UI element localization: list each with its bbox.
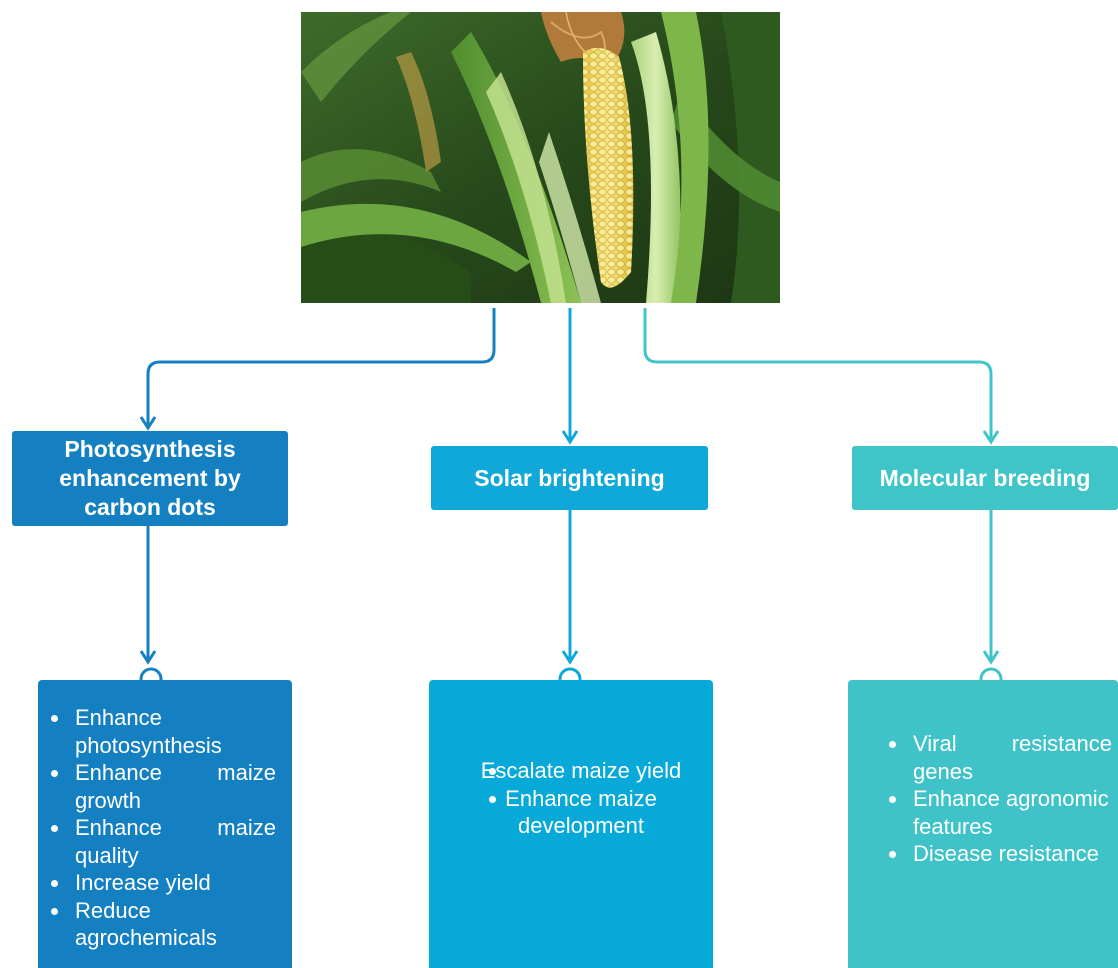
branch-title-molecular-breeding: Molecular breeding: [852, 446, 1118, 510]
branch-title-line: carbon dots: [84, 494, 216, 520]
benefit-list: Viral resistance genes Enhance agronomic…: [876, 730, 1112, 868]
arrowhead-molecular-details: [982, 650, 1000, 665]
arrowhead-solar: [561, 430, 579, 445]
detail-box-photosynthesis: Enhance photosynthesis Enhance maize gro…: [38, 680, 292, 968]
arrowhead-photosynthesis: [139, 416, 157, 431]
maize-cob-photo: [301, 12, 780, 303]
branch-title-line: Molecular breeding: [879, 464, 1091, 491]
list-item: Disease resistance: [889, 840, 1112, 868]
branch-title-line: Solar brightening: [474, 464, 665, 491]
connector-photo-to-photosynthesis: [146, 308, 496, 426]
detail-box-solar-brightening: Escalate maize yield Enhance maize devel…: [429, 680, 713, 968]
list-item: Escalate maize yield: [469, 757, 693, 785]
connector-photo-to-molecular: [643, 308, 993, 440]
list-item: Enhance agronomic features: [889, 785, 1112, 840]
list-item: Reduce agrochemicals: [51, 897, 276, 952]
arrowhead-photosynthesis-details: [139, 650, 157, 665]
benefit-list: Enhance photosynthesis Enhance maize gro…: [38, 704, 276, 952]
branch-title-line: Photosynthesis: [64, 436, 236, 462]
list-item: Enhance photosynthesis: [51, 704, 276, 759]
list-item: Viral resistance genes: [889, 731, 1112, 784]
detail-box-molecular-breeding: Viral resistance genes Enhance agronomic…: [848, 680, 1118, 968]
branch-title-line: enhancement by: [59, 465, 241, 491]
arrowhead-molecular: [982, 430, 1000, 445]
branch-title-photosynthesis: Photosynthesis enhancement by carbon dot…: [12, 431, 288, 526]
list-item: Increase yield: [51, 869, 276, 897]
list-item: Enhance maize development: [469, 785, 693, 840]
list-item: Enhance maize growth: [51, 760, 276, 813]
benefit-list: Escalate maize yield Enhance maize devel…: [469, 757, 693, 840]
arrowhead-solar-details: [561, 650, 579, 665]
list-item: Enhance maize quality: [51, 815, 276, 868]
branch-title-solar-brightening: Solar brightening: [431, 446, 708, 510]
